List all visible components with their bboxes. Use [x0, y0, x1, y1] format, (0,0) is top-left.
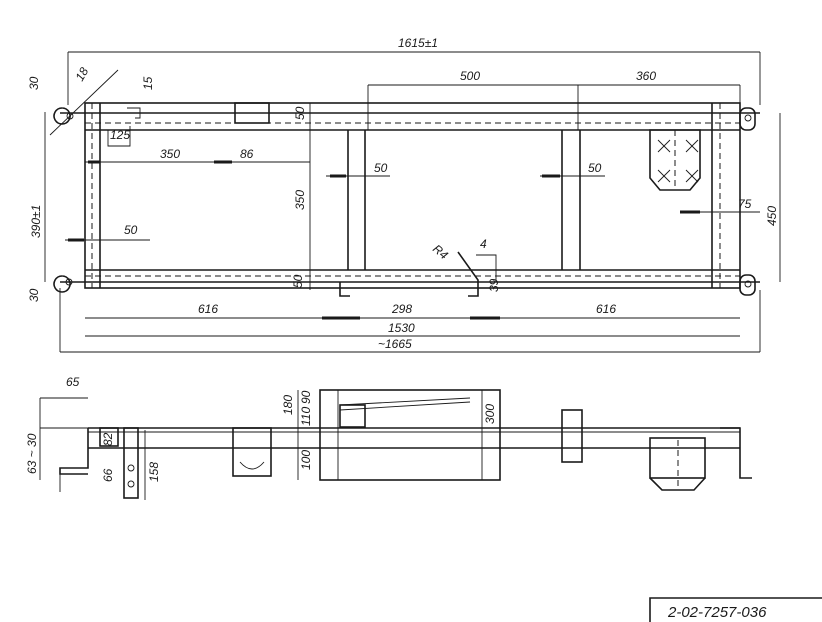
hook-angle-label: 18	[72, 65, 91, 84]
dim-300-label: 300	[483, 404, 497, 424]
drawing-number-box: 2-02-7257-036	[649, 597, 822, 622]
bottom-50-label: 50	[291, 274, 305, 288]
lug-125-label: 125	[110, 128, 130, 142]
frame-outline	[84, 102, 741, 289]
rail-50-label: 50	[124, 223, 138, 237]
radius-r4-label: R4	[430, 242, 451, 263]
plan-view: 1615±1 18 30 30 15 125 500 360 50 350 86…	[27, 36, 781, 353]
overall-length-label: 1615±1	[398, 36, 438, 50]
mid-50-a-label: 50	[374, 161, 388, 175]
side-75-label: 75	[738, 197, 752, 211]
dim-82-label: 82	[101, 432, 115, 446]
height-450-label: 450	[765, 206, 779, 226]
dim-158-label: 158	[147, 462, 161, 482]
dim-110-label: 110	[299, 407, 313, 426]
length-1665-label: ~1665	[378, 337, 412, 351]
plate-86-label: 86	[240, 147, 254, 161]
width-50-top-label: 50	[293, 106, 307, 120]
dim-66-label: 66	[101, 468, 115, 482]
seg-616-left-label: 616	[198, 302, 218, 316]
dim-4-label: 4	[480, 237, 487, 251]
length-1530-label: 1530	[388, 321, 415, 335]
dim-39-label: 39	[487, 278, 501, 292]
dim-63-30-label: 63 ~ 30	[25, 433, 39, 474]
height-390-label: 390±1	[29, 205, 43, 238]
seg-298-label: 298	[391, 302, 412, 316]
span-350-label: 350	[160, 147, 180, 161]
span-500-label: 500	[460, 69, 480, 83]
end-offset-top-label: 30	[27, 76, 41, 90]
angle-leader	[49, 69, 119, 136]
dim-90-label: 90	[299, 390, 313, 404]
height-350-label: 350	[293, 190, 307, 210]
drawing-number: 2-02-7257-036	[667, 604, 767, 621]
side-view: 65 63 ~ 30 82 66 158 180 110 90 100 300	[25, 375, 752, 500]
flange-15-label: 15	[141, 76, 155, 90]
span-360-label: 360	[636, 69, 656, 83]
dim-65-label: 65	[66, 375, 80, 389]
dim-180-label: 180	[281, 395, 295, 415]
seg-616-right-label: 616	[596, 302, 616, 316]
dim-100-label: 100	[299, 450, 313, 470]
end-offset-bottom-label: 30	[27, 288, 41, 302]
mid-50-b-label: 50	[588, 161, 602, 175]
